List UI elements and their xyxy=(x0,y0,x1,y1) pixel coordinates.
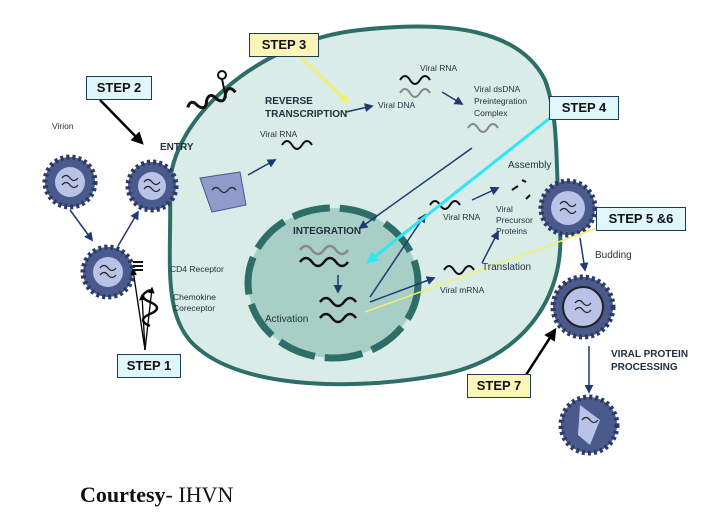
label-precursor-2: Precursor xyxy=(496,215,533,225)
budding-virion xyxy=(538,178,598,238)
label-viral-rna-left: Viral RNA xyxy=(260,129,297,139)
label-assembly: Assembly xyxy=(508,160,551,171)
label-viral-rna-mid: Viral RNA xyxy=(443,212,480,222)
label-translation: Translation xyxy=(482,262,531,273)
label-viral-mrna: Viral mRNA xyxy=(440,285,485,295)
courtesy-bold: Courtesy xyxy=(80,482,166,507)
step-7-box: STEP 7 xyxy=(467,374,531,398)
courtesy-source: - IHVN xyxy=(165,482,234,507)
label-reverse-2: TRANSCRIPTION xyxy=(265,109,347,120)
label-cd4-receptor: CD4 Receptor xyxy=(170,264,224,274)
label-chemokine-2: Coreceptor xyxy=(173,303,215,313)
courtesy-credit: Courtesy- IHVN xyxy=(80,482,233,508)
label-processing-1: VIRAL PROTEIN xyxy=(611,349,688,360)
label-reverse-1: REVERSE xyxy=(265,96,313,107)
step-1-box: STEP 1 xyxy=(117,354,181,378)
step-2-box: STEP 2 xyxy=(86,76,152,100)
receptor-coil xyxy=(186,87,237,110)
label-viral-rna-top: Viral RNA xyxy=(420,63,457,73)
label-dsdna-2: Preintegration xyxy=(474,96,527,106)
label-precursor-1: Viral xyxy=(496,204,513,214)
label-virion: Virion xyxy=(52,121,74,131)
free-virion xyxy=(42,154,98,210)
step-5-6-box: STEP 5 &6 xyxy=(596,207,686,231)
label-dsdna-3: Complex xyxy=(474,108,508,118)
step-4-box: STEP 4 xyxy=(549,96,619,120)
label-budding: Budding xyxy=(595,250,632,261)
mature-virion xyxy=(558,394,620,456)
step-3-box: STEP 3 xyxy=(249,33,319,57)
label-precursor-3: Proteins xyxy=(496,226,527,236)
binding-virion xyxy=(80,244,136,300)
entry-virion xyxy=(125,159,179,213)
label-processing-2: PROCESSING xyxy=(611,362,678,373)
label-dsdna-1: Viral dsDNA xyxy=(474,84,520,94)
label-chemokine-1: Chemokine xyxy=(173,292,216,302)
label-viral-dna: Viral DNA xyxy=(378,100,415,110)
immature-virion xyxy=(550,274,616,340)
label-integration: INTEGRATION xyxy=(293,226,361,237)
nucleus xyxy=(244,204,422,362)
label-entry: ENTRY xyxy=(160,142,194,153)
label-activation: Activation xyxy=(265,314,308,325)
